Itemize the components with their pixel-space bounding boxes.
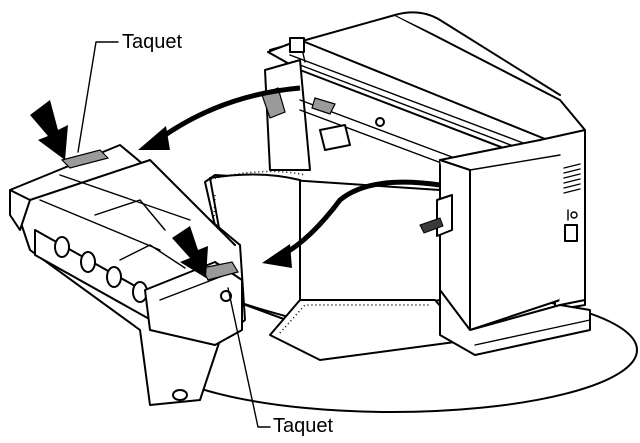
callout-leader-top	[77, 41, 119, 153]
callout-leader-bottom	[227, 287, 271, 428]
press-arrow-top	[30, 100, 68, 160]
tractor-unit	[9, 144, 246, 406]
callout-label-bottom: Taquet	[273, 415, 334, 437]
printer-body	[261, 11, 591, 356]
removal-arrow-upper	[138, 85, 301, 150]
press-arrow-bottom	[172, 226, 208, 278]
power-switch-icon	[564, 209, 578, 242]
side-vents	[563, 163, 581, 194]
callout-label-top: Taquet	[122, 31, 183, 53]
tractor-sprockets	[54, 236, 148, 303]
removal-arrow-lower	[262, 179, 441, 268]
top-latch	[60, 149, 110, 169]
